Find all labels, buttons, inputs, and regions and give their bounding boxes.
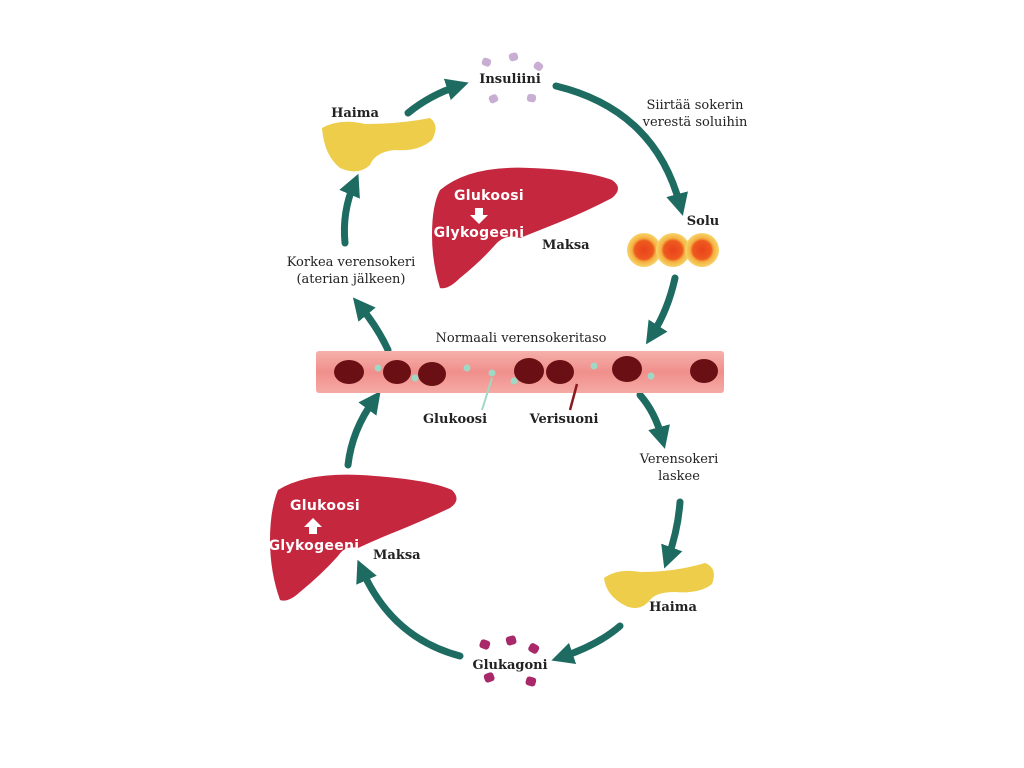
arrow-solu-to-vessel	[645, 274, 679, 345]
liver-bottom-from: Glukoosi	[290, 498, 360, 514]
korkea-line2: (aterian jälkeen)	[296, 272, 406, 287]
liver-top-to: Glykogeeni	[433, 225, 525, 241]
siirtaa-line2: verestä soluihin	[642, 115, 748, 130]
korkea-line1: Korkea verensokeri	[286, 255, 416, 270]
liver-top-shape	[432, 167, 618, 289]
arrow-haima-to-glukagoni	[551, 622, 624, 665]
korkea-label: Korkea verensokeri (aterian jälkeen)	[287, 254, 416, 288]
glucose-dots	[374, 362, 655, 385]
cycle-arrows	[339, 78, 688, 665]
arrow-insuliini-to-solu	[552, 82, 688, 216]
siirtaa-label: Siirtää sokerin verestä soluihin	[643, 97, 748, 131]
arrow-vessel-to-laskee	[636, 391, 670, 449]
siirtaa-line1: Siirtää sokerin	[646, 98, 744, 113]
cell-group	[627, 233, 719, 267]
verisuoni-pointer	[568, 383, 579, 411]
arrow-down-icon	[470, 208, 488, 224]
maksa-top-label: Maksa	[542, 238, 590, 253]
liver-bottom-shape	[270, 474, 457, 601]
arrow-laskee-to-haima	[661, 498, 684, 569]
pancreas-bottom-shape	[604, 563, 714, 608]
maksa-bottom-label: Maksa	[373, 548, 421, 563]
blood-cells	[334, 356, 718, 386]
arrow-haima-to-insuliini	[404, 78, 469, 117]
glukoosi-pointer	[481, 377, 493, 411]
arrow-vessel-to-korkea	[352, 297, 392, 354]
liver-top-from: Glukoosi	[454, 188, 524, 204]
liver-bottom-to: Glykogeeni	[268, 538, 360, 554]
glukagoni-label: Glukagoni	[472, 658, 548, 673]
arrow-korkea-to-haima	[339, 173, 360, 247]
haima-top-label: Haima	[331, 106, 379, 121]
arrow-maksa-to-vessel	[344, 390, 381, 469]
laskee-label: Verensokeri laskee	[640, 451, 719, 485]
haima-bottom-label: Haima	[649, 600, 697, 615]
laskee-line1: Verensokeri	[639, 452, 719, 467]
pancreas-top-shape	[322, 118, 436, 172]
insuliini-label: Insuliini	[479, 72, 541, 87]
laskee-line2: laskee	[658, 469, 700, 484]
normaali-label: Normaali verensokeritaso	[435, 331, 607, 346]
arrow-glukagoni-to-maksa	[356, 559, 464, 660]
glucagon-particles	[479, 635, 540, 687]
insulin-particles	[481, 52, 544, 104]
solu-label: Solu	[686, 214, 720, 229]
verisuoni-label: Verisuoni	[529, 412, 599, 427]
arrow-up-icon	[304, 518, 322, 534]
glukoosi-label: Glukoosi	[422, 412, 488, 427]
